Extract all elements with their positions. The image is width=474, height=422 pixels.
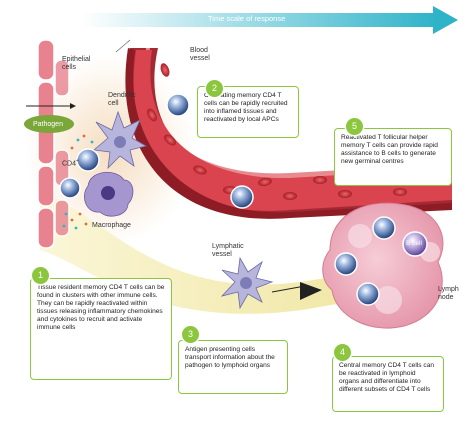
step-4-text: Central memory CD4 T cells can be reacti… bbox=[339, 362, 435, 393]
b-cell-label: B cell bbox=[406, 240, 422, 247]
step-4-badge: 4 bbox=[334, 344, 351, 361]
step-5-text: Reactivated T follicular helper memory T… bbox=[341, 134, 438, 165]
blood-vessel-label: Blood vessel bbox=[190, 47, 210, 62]
lymph-node-label: Lymph node bbox=[438, 286, 459, 301]
step-5-badge: 5 bbox=[346, 118, 363, 135]
step-5-box: Reactivated T follicular helper memory T… bbox=[334, 128, 452, 186]
step-1-box: Tissue resident memory CD4 T cells can b… bbox=[30, 278, 172, 380]
cd4-label: CD4+ bbox=[62, 157, 79, 168]
pathogen-label: Pathogen bbox=[33, 121, 63, 128]
tissue-cd4-t-cell bbox=[76, 148, 100, 172]
timescale-label: Time scale of response bbox=[208, 14, 286, 23]
lymph-flow-line bbox=[271, 285, 306, 293]
macrophage-label: Macrophage bbox=[92, 222, 131, 229]
step-3-badge: 3 bbox=[182, 326, 199, 343]
timescale-arrow bbox=[82, 6, 458, 34]
lymph-node-t-cell-1 bbox=[334, 252, 358, 276]
cd4-superscript: + bbox=[76, 158, 79, 164]
b-cell bbox=[402, 231, 428, 257]
antigen-presenting-cell bbox=[220, 256, 274, 310]
pathogen bbox=[24, 115, 74, 133]
circulating-t-cells bbox=[166, 93, 254, 209]
step-2-text: Circulating memory CD4 T cells can be ra… bbox=[204, 92, 288, 123]
pathogen-entry-arrowhead bbox=[70, 103, 76, 109]
dendritic-cell bbox=[93, 110, 148, 170]
step-1-text: Tissue resident memory CD4 T cells can b… bbox=[37, 284, 165, 331]
lymphatic-vessel-label: Lymphatic vessel bbox=[212, 243, 244, 258]
step-1-badge: 1 bbox=[32, 267, 49, 284]
epithelial-cells-label: Epithelial cells bbox=[62, 56, 91, 71]
step-2-badge: 2 bbox=[206, 80, 223, 97]
lymph-node-t-cell-2 bbox=[372, 216, 396, 240]
cytokine-dots bbox=[62, 134, 94, 230]
step-2-box: Circulating memory CD4 T cells can be ra… bbox=[197, 86, 299, 138]
lymph-node-t-cell-3 bbox=[356, 282, 380, 306]
step-4-box: Central memory CD4 T cells can be reacti… bbox=[332, 356, 444, 412]
dendritic-leader bbox=[115, 39, 131, 53]
dendritic-cell-label: Dendritic cell bbox=[108, 92, 136, 107]
step-3-box: Antigen presenting cells transport infor… bbox=[178, 340, 288, 394]
tissue-memory-t-cell bbox=[59, 177, 81, 199]
macrophage bbox=[84, 172, 134, 217]
cd4-text: CD4 bbox=[62, 160, 77, 168]
step-3-text: Antigen presenting cells transport infor… bbox=[185, 346, 275, 369]
lymph-flow-arrow bbox=[300, 282, 322, 300]
